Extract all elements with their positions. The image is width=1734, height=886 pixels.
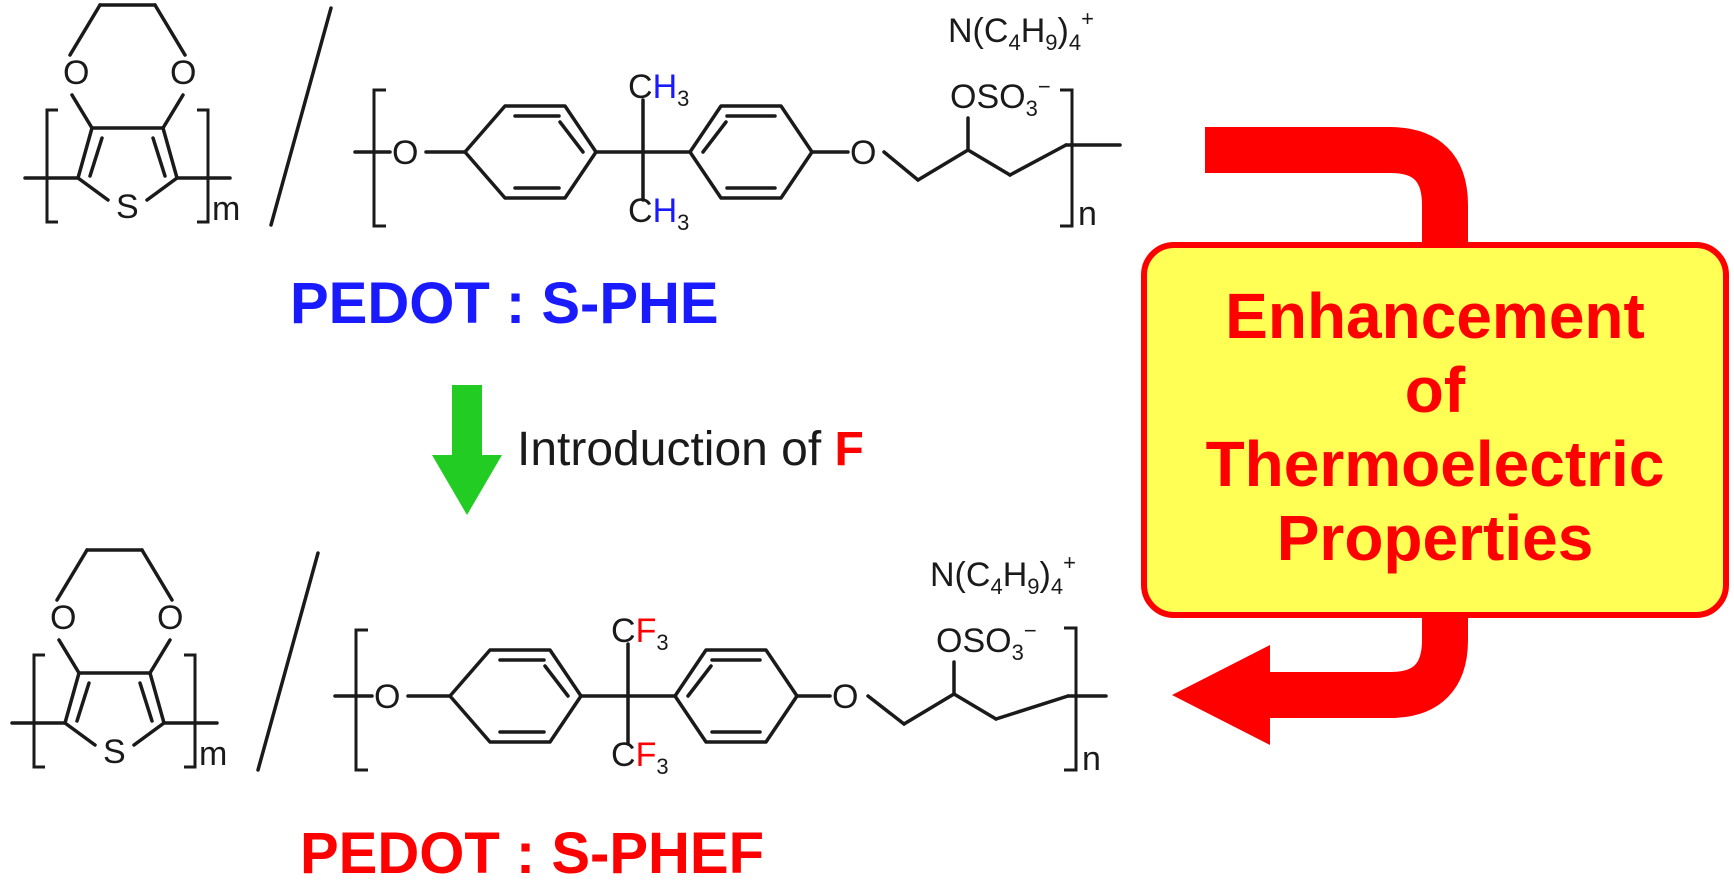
introduction-caption: Introduction of F (517, 423, 864, 476)
sphef-sulfonate: OSO3− (936, 618, 1037, 665)
sphef-structure (333, 626, 1108, 772)
label-pedot-sphef: PEDOT : S-PHEF (300, 821, 764, 886)
sphe-methyl-bottom: CH3 (628, 192, 689, 235)
pedot-top-sulfur: S (116, 188, 139, 226)
pedot-bottom-repeat: m (199, 735, 227, 773)
pedot-structure-bottom (10, 548, 219, 769)
sphef-trifluoromethyl-bottom: CF3 (611, 736, 669, 779)
box-line-4: Properties (1277, 502, 1594, 574)
sphef-oxygen-right: O (832, 678, 858, 716)
sphe-oxygen-right: O (850, 134, 876, 172)
pedot-top-oxygen-1: O (63, 54, 89, 92)
separator-slash-bottom (256, 551, 320, 772)
sphe-structure (353, 88, 1122, 228)
pedot-structure-top (23, 3, 232, 224)
sphef-repeat: n (1082, 740, 1101, 778)
sphef-trifluoromethyl-top: CF3 (611, 612, 669, 655)
box-line-3: Thermoelectric (1206, 428, 1665, 500)
pedot-bottom-oxygen-1: O (50, 599, 76, 637)
box-line-1: Enhancement (1225, 280, 1645, 352)
sphe-oxygen-left: O (392, 134, 418, 172)
separator-slash-top (269, 6, 333, 227)
green-down-arrow (432, 385, 502, 515)
pedot-bottom-oxygen-2: O (157, 599, 183, 637)
pedot-top-repeat: m (212, 190, 240, 228)
sphe-methyl-top: CH3 (628, 68, 689, 111)
sphef-counterion: N(C4H9)4+ (930, 550, 1076, 599)
box-line-2: of (1405, 354, 1466, 426)
pedot-top-oxygen-2: O (170, 54, 196, 92)
sphe-sulfonate: OSO3− (950, 74, 1051, 121)
result-box (1141, 242, 1729, 618)
sphe-repeat: n (1078, 195, 1097, 233)
sphe-counterion: N(C4H9)4+ (948, 6, 1094, 55)
label-pedot-sphe: PEDOT : S-PHE (290, 271, 719, 336)
sphef-oxygen-left: O (374, 678, 400, 716)
red-feedback-arrow (1172, 127, 1468, 745)
pedot-bottom-sulfur: S (103, 733, 126, 771)
